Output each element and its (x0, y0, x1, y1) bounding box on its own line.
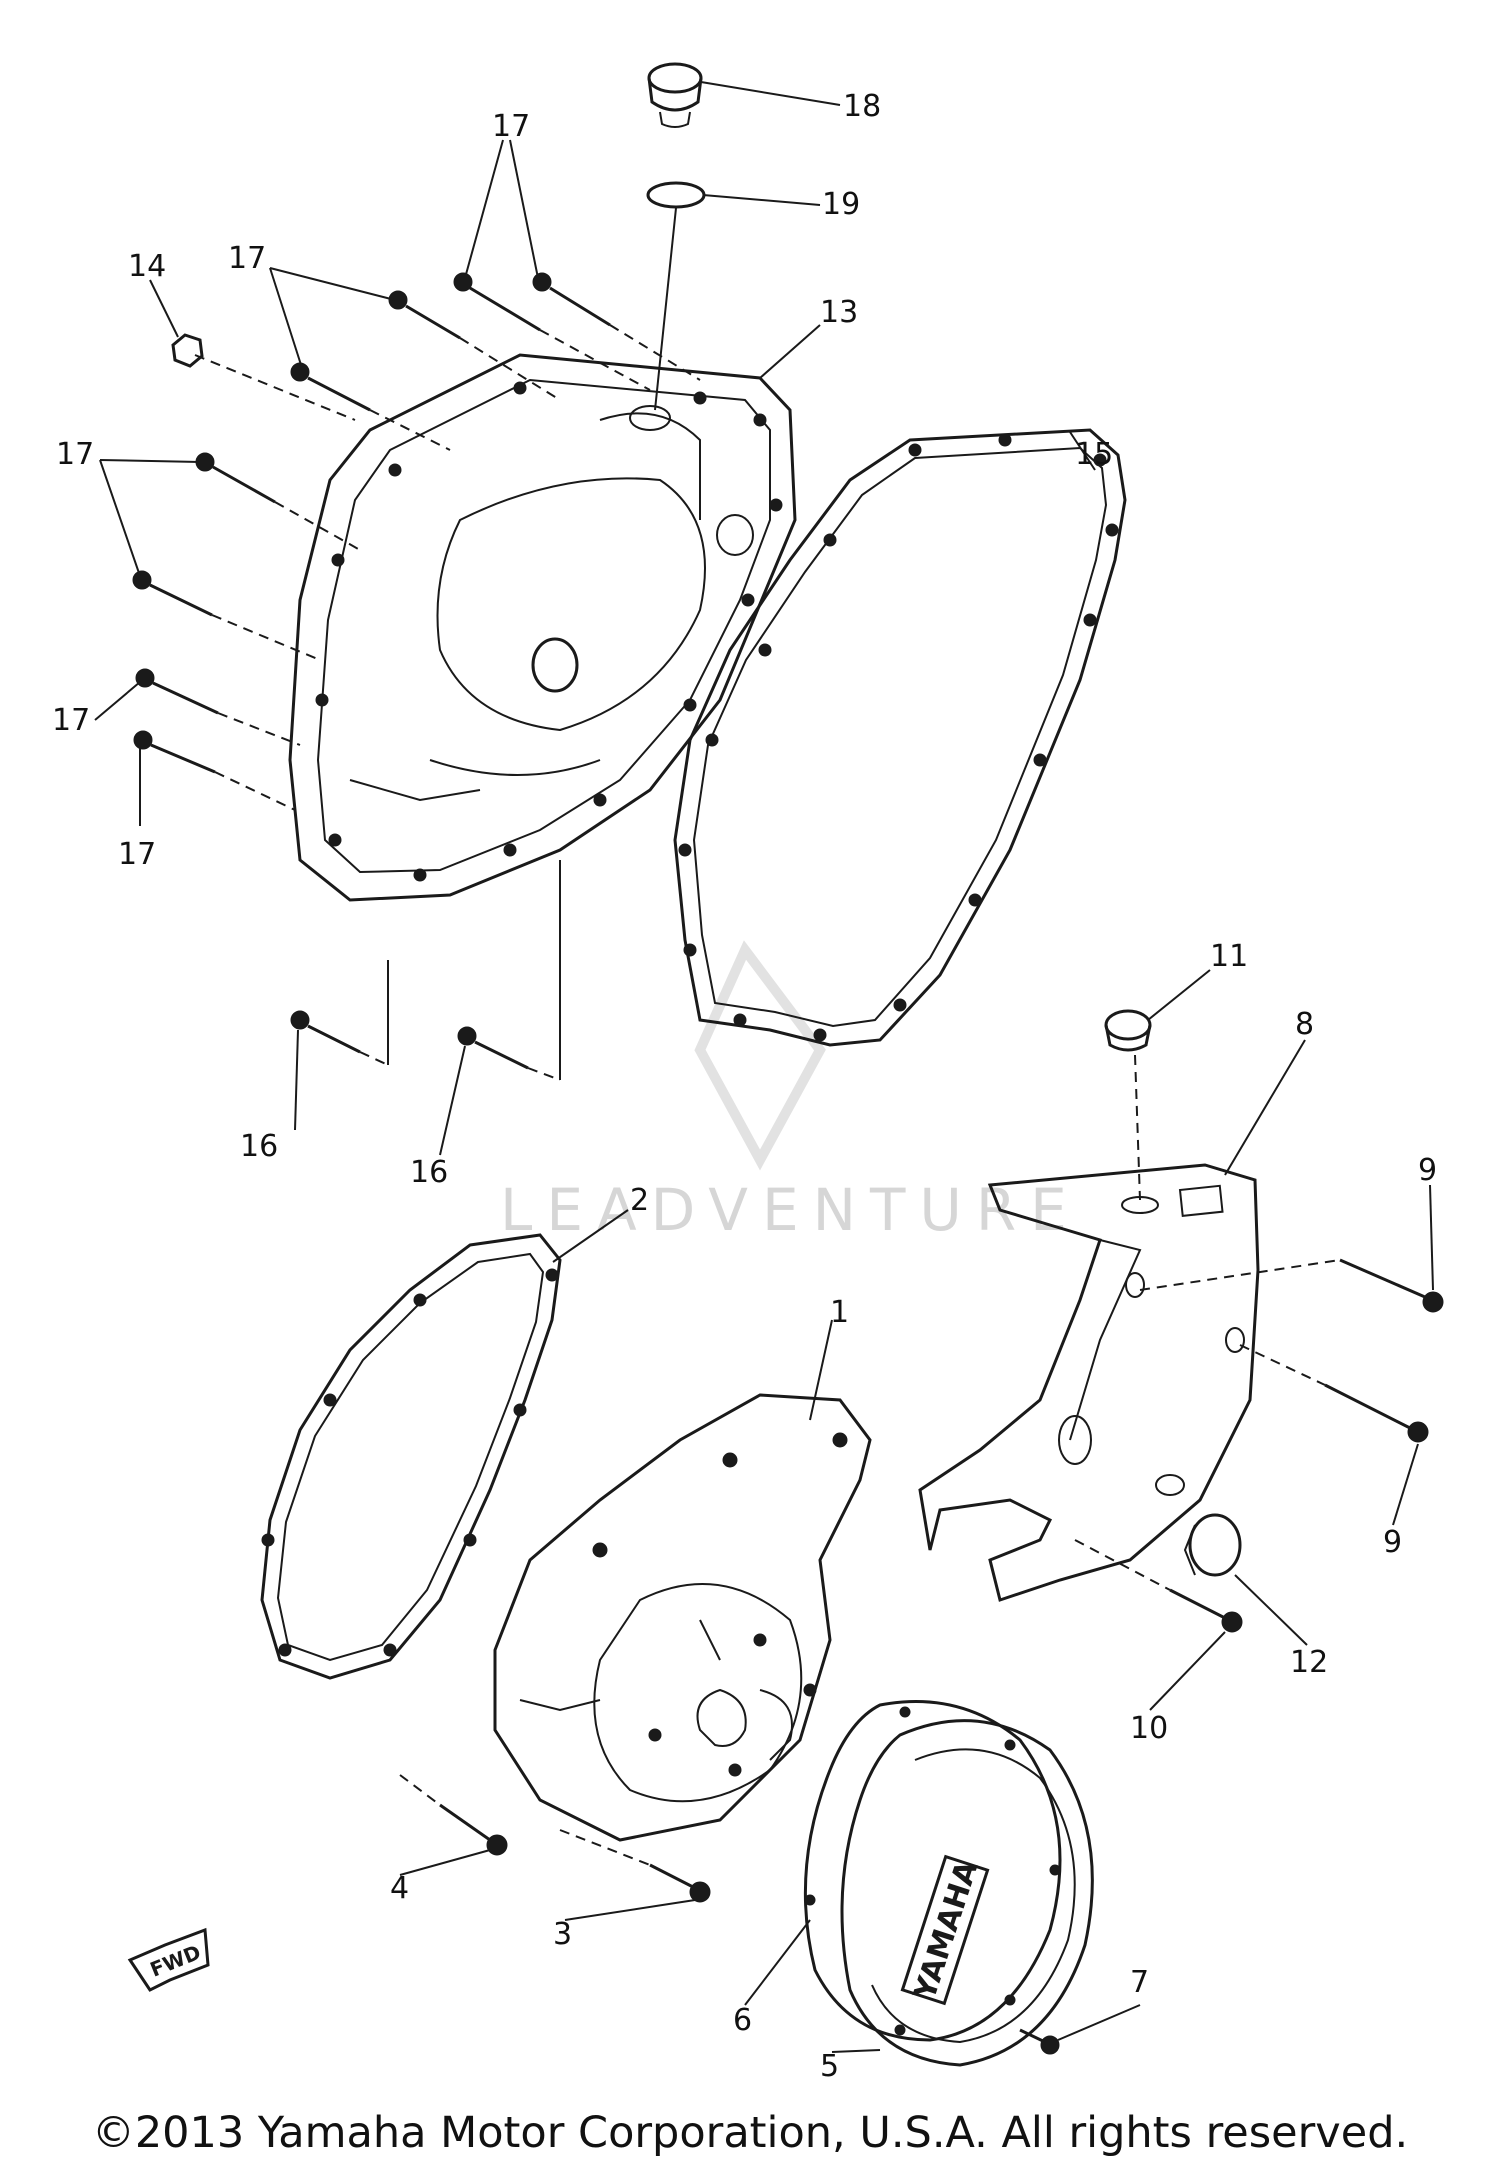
callout-7: 7 (1130, 1965, 1149, 2000)
bolt-17 (135, 668, 219, 715)
callout-16a: 16 (240, 1129, 278, 1164)
callout-17e: 17 (118, 837, 156, 872)
gasket-6 (803, 1700, 1062, 2042)
callout-4: 4 (390, 1871, 409, 1906)
callout-14: 14 (128, 249, 166, 284)
screw-7 (1019, 2028, 1060, 2055)
callout-2: 2 (630, 1183, 649, 1218)
yamaha-logo: YAMAHA (900, 1854, 990, 2006)
callout-19: 19 (822, 187, 860, 222)
watermark-text: LEADVENTURE (500, 1176, 1081, 1244)
gasket-15 (673, 428, 1127, 1047)
bolt-9-group (1139, 1258, 1444, 1443)
bolt-16 (290, 1010, 361, 1054)
bolt-16 (457, 1026, 529, 1070)
fwd-arrow: FWD (127, 1927, 210, 1992)
callout-16b: 16 (410, 1155, 448, 1190)
callout-17b: 17 (228, 241, 266, 276)
leader-lines (94, 81, 1434, 2053)
plug-12 (1183, 1513, 1242, 1577)
crankcase-cover-1 (493, 1393, 872, 1842)
bolt-17-group (132, 272, 611, 774)
callout-15: 15 (1075, 437, 1113, 472)
callout-18: 18 (843, 89, 881, 124)
callout-12: 12 (1290, 1645, 1328, 1680)
bolt-16-group (290, 860, 561, 1081)
copyright-notice: ©2013 Yamaha Motor Corporation, U.S.A. A… (91, 2108, 1409, 2158)
callout-6: 6 (733, 2003, 752, 2038)
callout-10: 10 (1130, 1711, 1168, 1746)
bolt-17 (133, 730, 216, 774)
cover-5: YAMAHA (840, 1719, 1094, 2067)
bolt-17 (132, 570, 213, 617)
callout-5: 5 (820, 2049, 839, 2084)
gasket-2 (260, 1233, 562, 1680)
callout-1: 1 (830, 1295, 849, 1330)
callout-8: 8 (1295, 1007, 1314, 1042)
callout-9a: 9 (1418, 1153, 1437, 1188)
callout-13: 13 (820, 295, 858, 330)
bolt-10 (1074, 1539, 1243, 1633)
leadventure-watermark: LEADVENTURE (500, 940, 1081, 1244)
crankcase-cover-13 (288, 353, 797, 902)
cap-11 (1104, 1009, 1152, 1201)
bolt-17 (195, 452, 276, 504)
bolt-3 (559, 1829, 711, 1903)
cap-guide-line (654, 207, 677, 411)
svg-text:YAMAHA: YAMAHA (907, 1856, 985, 2005)
o-ring-19 (646, 181, 706, 209)
bracket-8 (918, 1163, 1260, 1602)
callout-17d: 17 (52, 703, 90, 738)
callout-3: 3 (553, 1917, 572, 1952)
svg-text:FWD: FWD (147, 1940, 205, 1982)
bolt-9 (1324, 1383, 1429, 1443)
bolt-17 (453, 272, 541, 332)
callout-17a: 17 (492, 109, 530, 144)
oil-filler-cap-18 (647, 62, 703, 128)
callout-9b: 9 (1383, 1525, 1402, 1560)
callout-17c: 17 (56, 437, 94, 472)
bolt-17 (290, 362, 371, 412)
bolt-17 (388, 290, 461, 340)
callout-11: 11 (1210, 939, 1248, 974)
bolt-4 (399, 1774, 508, 1856)
bolt-guide-lines (194, 324, 701, 811)
callout-labels: 1 2 3 4 5 6 7 8 9 9 10 11 12 13 14 15 16… (52, 89, 1437, 2084)
bolt-9 (1339, 1258, 1444, 1313)
bolt-17 (532, 272, 611, 327)
nut-14 (171, 333, 204, 368)
